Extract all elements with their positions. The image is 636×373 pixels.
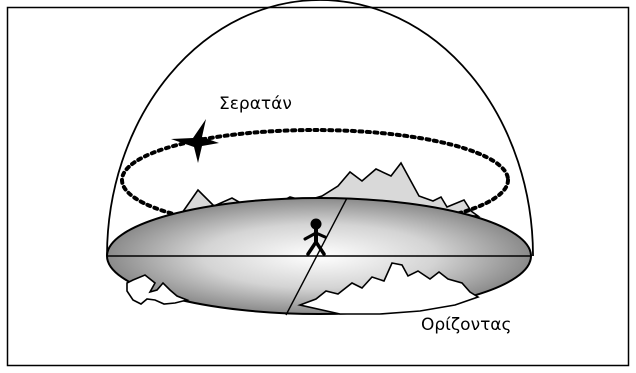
person-icon bbox=[303, 218, 327, 256]
meridian-line bbox=[285, 197, 348, 316]
mountains-front-right bbox=[297, 262, 480, 315]
star-icon bbox=[171, 119, 219, 163]
star-path-ellipse bbox=[120, 128, 510, 232]
mountains-front-left bbox=[126, 274, 190, 305]
horizon-label: Ορίζοντας bbox=[421, 315, 512, 335]
celestial-dome bbox=[106, 0, 534, 257]
star-label: Σερατάν bbox=[219, 94, 292, 114]
